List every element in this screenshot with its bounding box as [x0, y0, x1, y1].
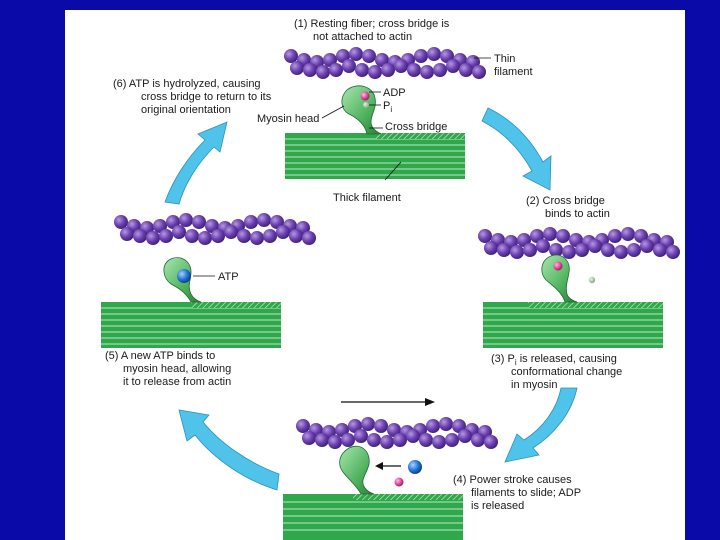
svg-text:myosin head, allowing: myosin head, allowing: [123, 363, 231, 375]
svg-text:(3) Pi is released, causing: (3) Pi is released, causing: [491, 353, 617, 367]
stage-2: [478, 227, 680, 349]
svg-text:Thin: Thin: [494, 53, 515, 65]
svg-text:conformational change: conformational change: [511, 366, 622, 378]
stage-4: [283, 398, 498, 540]
arrow-step4-to-5: [178, 409, 280, 491]
myosin-head-label: Myosin head: [257, 113, 319, 125]
adp-molecule-2: [553, 261, 563, 271]
thick-filament-4: [283, 494, 463, 540]
svg-text:Pi: Pi: [383, 100, 392, 114]
thick-filament-2: [482, 301, 664, 349]
step4-line1: (4) Power stroke causes: [453, 474, 572, 486]
step3-line3: in myosin: [511, 379, 557, 391]
myosin-head-2: [541, 254, 596, 303]
arrow-step1-to-2: [481, 107, 552, 191]
step3-subscript: i: [515, 358, 517, 367]
component-labels: Thin filament ADP Pi Myosin head Cross b…: [218, 53, 533, 283]
stage-1: [284, 47, 486, 180]
svg-text:filament: filament: [494, 66, 533, 78]
svg-text:it to release from actin: it to release from actin: [123, 376, 231, 388]
thin-filament-label-line2: filament: [494, 66, 533, 78]
svg-text:not attached to actin: not attached to actin: [313, 31, 412, 43]
cross-bridge-cycle-diagram: (1) Resting fiber; cross bridge is not a…: [100, 18, 680, 540]
step6-line3: original orientation: [141, 104, 231, 116]
svg-text:(4) Power stroke causes: (4) Power stroke causes: [453, 474, 572, 486]
svg-text:filaments to slide; ADP: filaments to slide; ADP: [471, 487, 581, 499]
step6-line1: (6) ATP is hydrolyzed, causing: [113, 78, 261, 90]
arrow-step3-to-4: [504, 387, 578, 463]
myosin-head-4: [339, 445, 375, 495]
svg-text:(5) A new ATP binds to: (5) A new ATP binds to: [105, 350, 215, 362]
atp-label: ATP: [218, 271, 239, 283]
step6-line2: cross bridge to return to its: [141, 91, 272, 103]
diagram-panel: (1) Resting fiber; cross bridge is not a…: [65, 10, 685, 540]
stage-labels: (1) Resting fiber; cross bridge is not a…: [105, 18, 622, 512]
atp-molecule-5: [177, 269, 191, 283]
svg-text:Thick filament: Thick filament: [333, 192, 401, 204]
svg-text:(6) ATP is hydrolyzed, causing: (6) ATP is hydrolyzed, causing: [113, 78, 261, 90]
step1-line2: not attached to actin: [313, 31, 412, 43]
atp-molecule-4: [408, 460, 422, 474]
svg-text:Cross bridge: Cross bridge: [385, 121, 447, 133]
step3-line1a: (3) P: [491, 353, 515, 365]
myosin-head-5: [163, 257, 202, 303]
step5-line1: (5) A new ATP binds to: [105, 350, 215, 362]
pi-label: P: [383, 100, 390, 112]
step5-line2: myosin head, allowing: [123, 363, 231, 375]
thin-filament-label-line1: Thin: [494, 53, 515, 65]
svg-text:(1) Resting fiber; cross bridg: (1) Resting fiber; cross bridge is: [294, 18, 450, 30]
svg-text:in myosin: in myosin: [511, 379, 557, 391]
myosin-head-1: [341, 85, 382, 135]
step5-line3: it to release from actin: [123, 376, 231, 388]
svg-text:is released: is released: [471, 500, 524, 512]
cross-bridge-label: Cross bridge: [385, 121, 447, 133]
leader-lines: [193, 57, 491, 277]
step4-line2: filaments to slide; ADP: [471, 487, 581, 499]
step2-line1: (2) Cross bridge: [526, 195, 605, 207]
phosphate-molecule-1: [363, 102, 369, 108]
phosphate-molecule-2: [588, 276, 596, 284]
thick-filament-1: [284, 132, 466, 180]
arrow-step5-to-6: [164, 121, 228, 205]
adp-label: ADP: [383, 87, 406, 99]
cycle-arrows: [164, 107, 578, 491]
step3-line1b: is released, causing: [520, 353, 617, 365]
thin-filament-4: [296, 417, 498, 449]
svg-text:ATP: ATP: [218, 271, 239, 283]
thin-filament-1: [284, 47, 486, 79]
step3-line2: conformational change: [511, 366, 622, 378]
svg-text:(2) Cross bridge: (2) Cross bridge: [526, 195, 605, 207]
svg-text:original orientation: original orientation: [141, 104, 231, 116]
pi-label-subscript: i: [390, 105, 392, 114]
svg-text:ADP: ADP: [383, 87, 406, 99]
svg-text:cross bridge to return to its: cross bridge to return to its: [141, 91, 272, 103]
thick-filament-label: Thick filament: [333, 192, 401, 204]
thin-filament-5: [114, 213, 316, 245]
step4-line3: is released: [471, 500, 524, 512]
step2-line2: binds to actin: [545, 208, 610, 220]
adp-molecule-1: [360, 91, 370, 101]
adp-molecule-4: [394, 477, 404, 487]
step1-line1: (1) Resting fiber; cross bridge is: [294, 18, 450, 30]
stage-5: [100, 213, 316, 349]
svg-text:binds to actin: binds to actin: [545, 208, 610, 220]
svg-text:Myosin head: Myosin head: [257, 113, 319, 125]
thick-filament-5: [100, 301, 282, 349]
thin-filament-2: [478, 227, 680, 259]
